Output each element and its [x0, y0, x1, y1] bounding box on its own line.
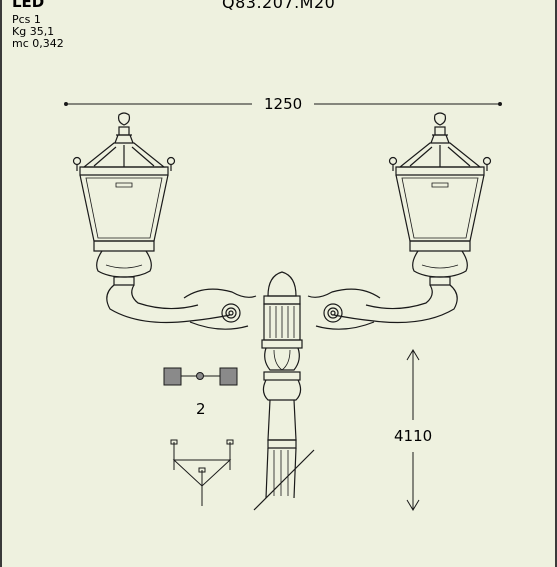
product-code: Q83.207.M20 [222, 0, 336, 12]
spec-list: Pcs 1 Kg 35,1 mc 0,342 [12, 14, 64, 50]
width-dimension [64, 102, 502, 106]
spec-weight: Kg 35,1 [12, 25, 55, 38]
left-lantern [72, 112, 176, 286]
tripod-symbol [170, 439, 234, 506]
scroll-arms [106, 284, 458, 330]
arms-count-label: 2 [196, 400, 206, 418]
height-label: 4110 [394, 427, 433, 445]
spec-pieces: Pcs 1 [12, 13, 41, 26]
spec-volume: mc 0,342 [12, 37, 64, 50]
led-label: LED [12, 0, 45, 11]
width-label: 1250 [264, 95, 303, 113]
header: LED Q83.207.M20 [10, 0, 550, 13]
pole [253, 271, 315, 511]
two-arm-symbol [163, 367, 238, 386]
height-dimension [406, 349, 420, 511]
right-lantern [388, 112, 492, 286]
